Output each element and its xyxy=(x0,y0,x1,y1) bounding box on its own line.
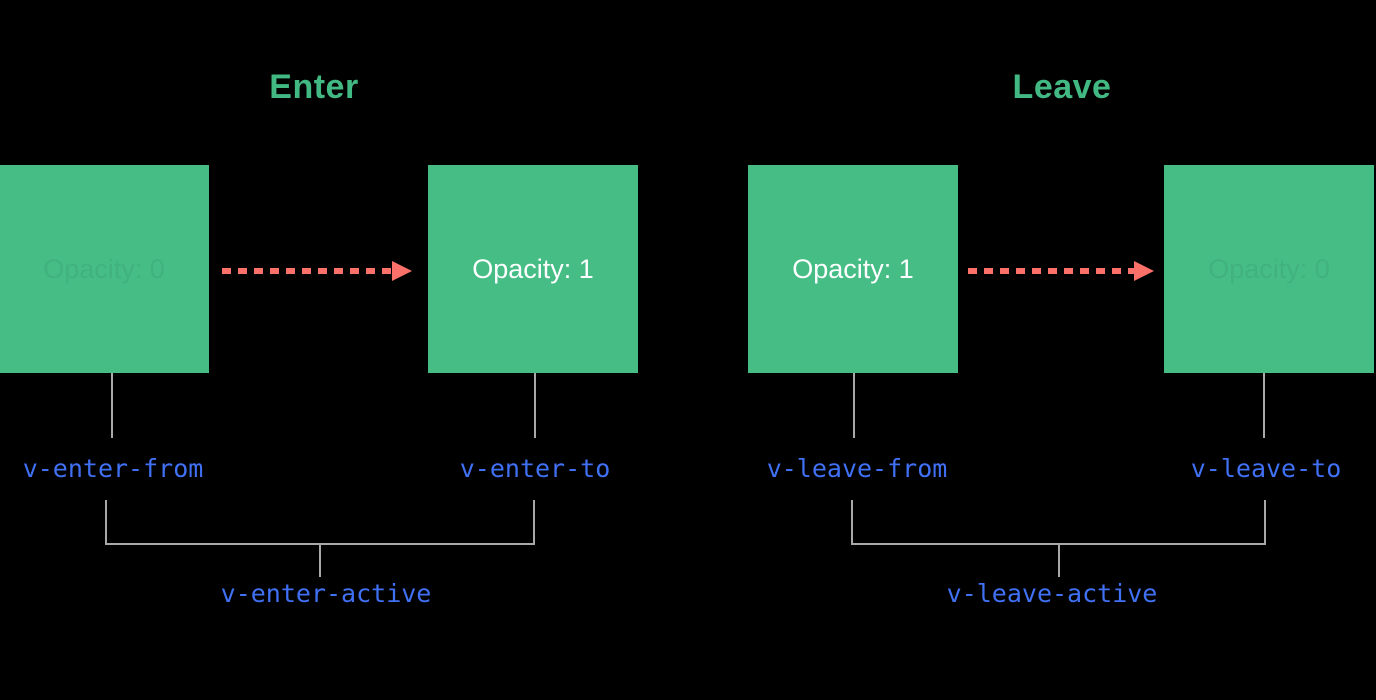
enter-from-box: Opacity: 0 xyxy=(0,165,209,373)
bracket-bar xyxy=(105,543,535,545)
enter-from-opacity-label: Opacity: 0 xyxy=(43,253,165,284)
bracket-bar xyxy=(851,543,1266,545)
arrow-head xyxy=(392,261,412,281)
leave-from-opacity-label: Opacity: 1 xyxy=(792,253,914,284)
leave-from-connector xyxy=(853,373,855,438)
leave-to-box: Opacity: 0 xyxy=(1164,165,1374,373)
leave-to-connector xyxy=(1263,373,1265,438)
class-label-v-enter-from: v-enter-from xyxy=(22,454,204,483)
enter-phase-title: Enter xyxy=(269,68,359,106)
leave-to-opacity-label: Opacity: 0 xyxy=(1208,253,1330,284)
bracket-tick-left xyxy=(105,500,107,545)
class-label-v-enter-to: v-enter-to xyxy=(459,454,611,483)
leave-from-box: Opacity: 1 xyxy=(748,165,958,373)
leave-phase-title: Leave xyxy=(1012,68,1112,106)
enter-to-box: Opacity: 1 xyxy=(428,165,638,373)
leave-transition-arrow-icon xyxy=(968,261,1154,281)
enter-to-connector xyxy=(534,373,536,438)
class-label-v-leave-to: v-leave-to xyxy=(1190,454,1342,483)
bracket-drop xyxy=(1057,545,1060,577)
enter-from-connector xyxy=(111,373,113,438)
class-label-v-leave-from: v-leave-from xyxy=(766,454,948,483)
arrow-dashes xyxy=(222,268,394,274)
class-label-v-enter-active: v-enter-active xyxy=(220,579,432,608)
arrow-head xyxy=(1134,261,1154,281)
arrow-dashes xyxy=(968,268,1136,274)
bracket-tick-right xyxy=(533,500,535,545)
enter-to-opacity-label: Opacity: 1 xyxy=(472,253,594,284)
leave-active-bracket xyxy=(851,500,1266,577)
enter-active-bracket xyxy=(105,500,535,577)
bracket-tick-left xyxy=(851,500,853,545)
bracket-drop xyxy=(319,545,321,577)
bracket-tick-right xyxy=(1264,500,1266,545)
class-label-v-leave-active: v-leave-active xyxy=(946,579,1158,608)
enter-transition-arrow-icon xyxy=(222,261,412,281)
